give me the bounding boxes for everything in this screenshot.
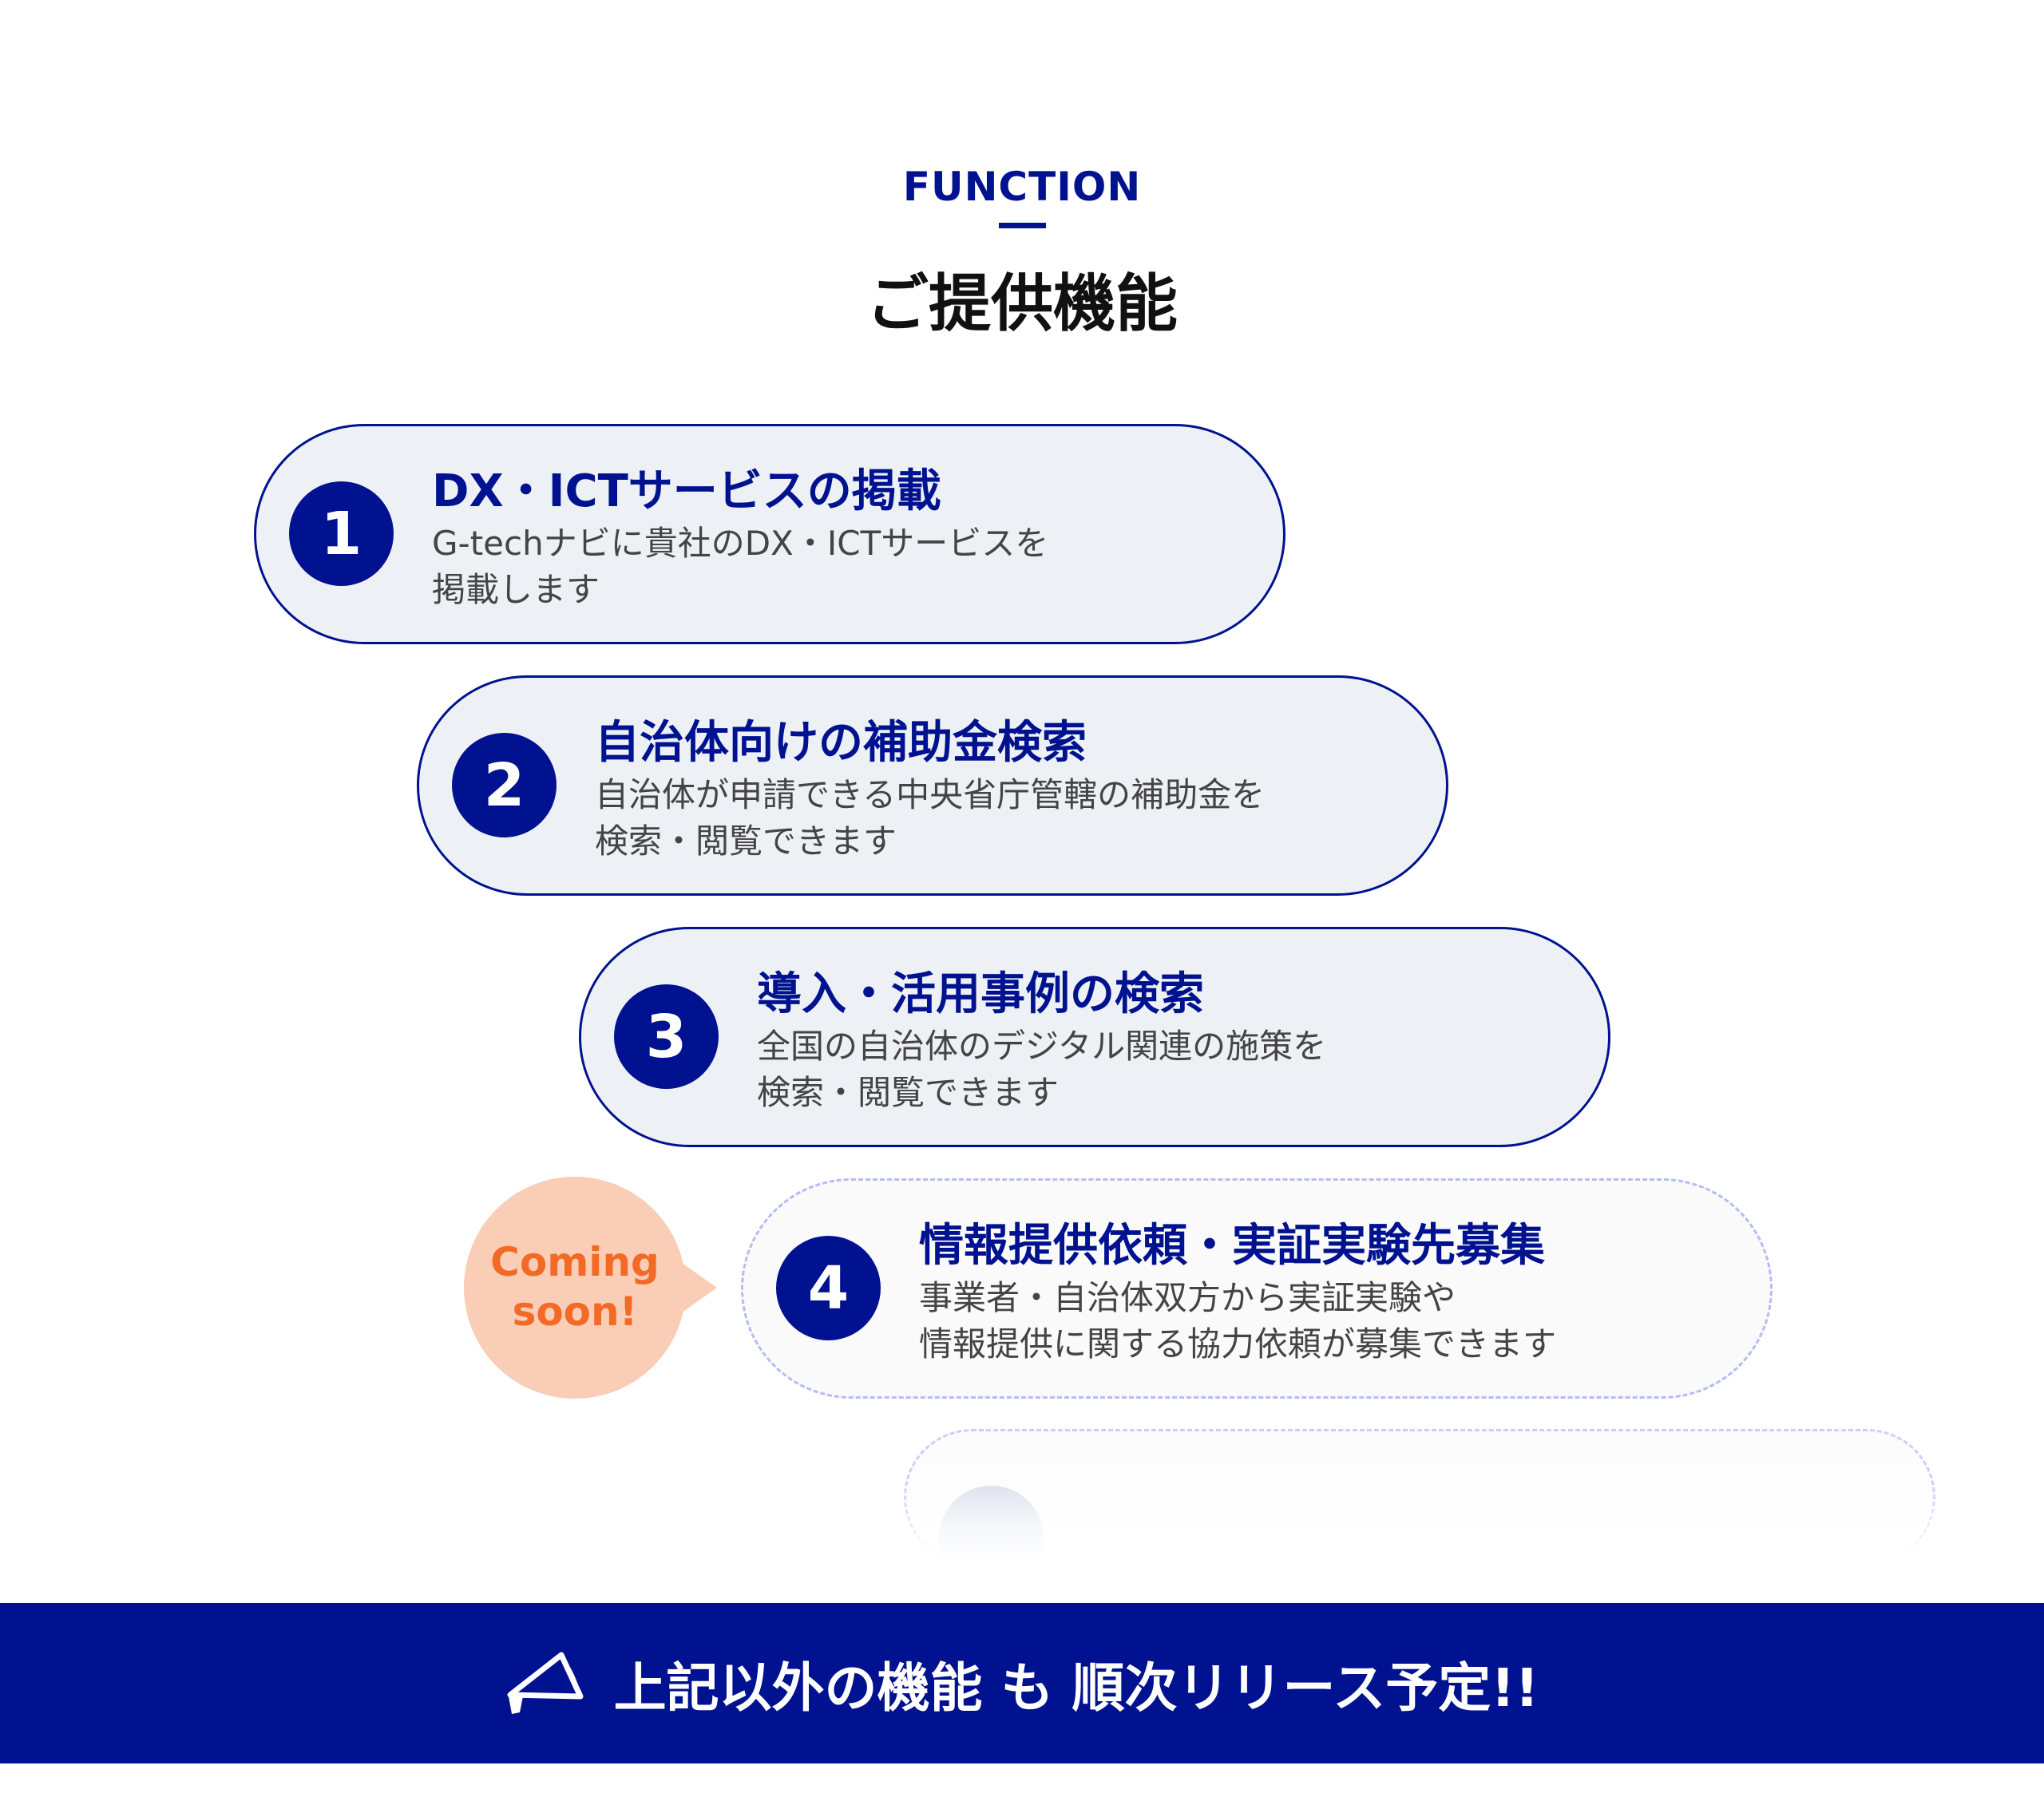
release-banner: 上記以外の機能 も 順次リリース予定!! [0, 1603, 2044, 1763]
feature-title: 自治体向けの補助金検索 [595, 717, 1087, 769]
megaphone-icon [507, 1652, 584, 1714]
coming-soon-bubble [464, 1177, 686, 1399]
feature-number-badge: 3 [614, 984, 719, 1089]
feature-number-badge: 1 [289, 481, 394, 586]
page-title: ご提供機能 [866, 268, 1178, 340]
feature-title: DX・ICTサービスの掲載 [432, 465, 941, 517]
feature-card-placeholder [904, 1429, 1935, 1590]
feature-number-badge: 4 [776, 1236, 881, 1340]
feature-description: 全国の自治体のデジタル関連の施策を 検索・閲覧できます [757, 1027, 1327, 1112]
feature-description: 自治体が申請できる中央省庁管轄の補助金を 検索・閲覧できます [595, 775, 1266, 861]
coming-soon-label: Coming soon! [490, 1239, 660, 1335]
feature-card-4: 4 情報提供依頼・実証実験先募集 事業者・自治体双方から実証実験や 情報提供に関… [741, 1178, 1773, 1399]
feature-card-1: 1 DX・ICTサービスの掲載 G-techナビに貴社のDX・ICTサービスを … [254, 424, 1285, 644]
placeholder-number-badge [939, 1486, 1044, 1590]
feature-number-badge: 2 [452, 733, 557, 837]
feature-title: 導入・活用事例の検索 [757, 968, 1204, 1020]
feature-card-3: 3 導入・活用事例の検索 全国の自治体のデジタル関連の施策を 検索・閲覧できます [579, 927, 1610, 1147]
feature-description: G-techナビに貴社のDX・ICTサービスを 掲載します [432, 524, 1049, 609]
feature-title: 情報提供依頼・実証実験先募集 [919, 1220, 1545, 1272]
banner-text: 上記以外の機能 も 順次リリース予定!! [613, 1657, 1539, 1719]
feature-card-2: 2 自治体向けの補助金検索 自治体が申請できる中央省庁管轄の補助金を 検索・閲覧… [417, 675, 1448, 896]
feature-description: 事業者・自治体双方から実証実験や 情報提供に関する協力依頼が募集できます [919, 1278, 1557, 1364]
eyebrow-underline [999, 223, 1046, 228]
section-eyebrow: FUNCTION [902, 164, 1142, 210]
